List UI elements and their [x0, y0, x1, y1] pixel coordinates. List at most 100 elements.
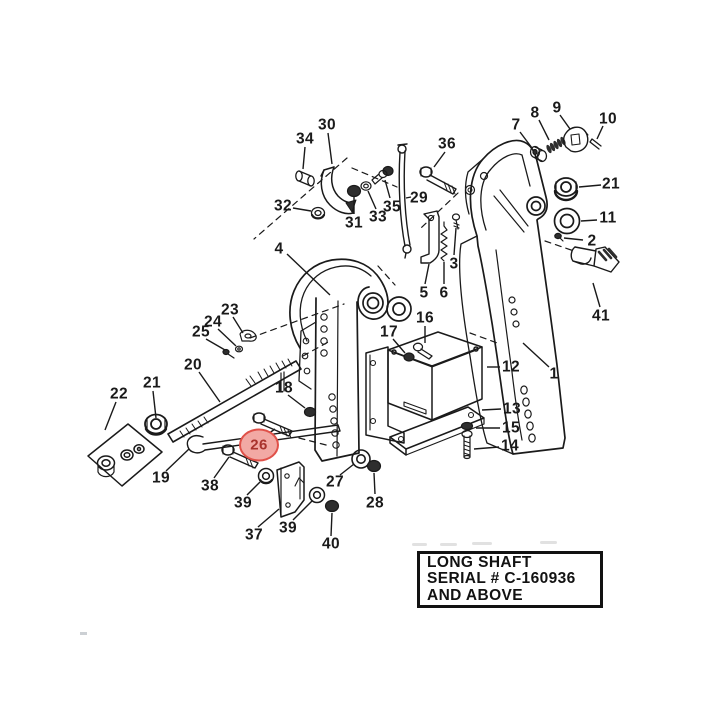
locknut-15 [460, 421, 474, 431]
callout-5: 5 [419, 284, 429, 302]
callout-33: 33 [368, 208, 388, 226]
scan-artifact [540, 541, 557, 544]
leader-line-5 [424, 263, 430, 285]
note-line-1: LONG SHAFT [427, 553, 532, 571]
note-line-2: SERIAL # C-160936 [427, 570, 576, 588]
part-nut-17 [403, 352, 415, 362]
callout-35: 35 [382, 198, 402, 216]
scan-artifact [440, 543, 457, 546]
leader-line-4 [286, 253, 331, 296]
leader-line-27 [339, 463, 355, 476]
leader-line-39 [246, 481, 261, 496]
callout-3: 3 [449, 255, 459, 273]
part-bushing-7 [529, 145, 548, 163]
callout-34: 34 [295, 130, 315, 148]
callout-31: 31 [344, 214, 364, 232]
leader-line-17 [392, 338, 406, 354]
leader-line-21 [152, 390, 157, 419]
callout-15: 15 [501, 419, 521, 437]
leader-line-28 [373, 472, 376, 495]
callout-12: 12 [501, 358, 521, 376]
callout-19: 19 [151, 469, 171, 487]
callout-39: 39 [233, 494, 253, 512]
callout-39: 39 [278, 519, 298, 537]
part-pin-10 [589, 138, 602, 150]
leader-line-38 [213, 456, 230, 479]
callout-4: 4 [274, 240, 284, 258]
part-link-rod-29 [397, 143, 412, 259]
leader-line-29 [405, 196, 412, 199]
note-box: LONG SHAFT SERIAL # C-160936 AND ABOVE [417, 551, 603, 608]
callout-24: 24 [203, 313, 223, 331]
leader-line-21 [578, 184, 602, 188]
scan-artifact [412, 543, 427, 546]
pivot-nut [303, 406, 317, 418]
callout-17: 17 [379, 323, 399, 341]
callout-13: 13 [502, 400, 522, 418]
callout-27: 27 [325, 473, 345, 491]
leader-line-34 [302, 146, 306, 170]
leader-line-39 [292, 500, 313, 521]
note-line-3: AND ABOVE [427, 586, 524, 604]
callout-22: 22 [109, 385, 129, 403]
part-transom-bracket [458, 139, 566, 455]
part-bolt-36 [419, 166, 457, 195]
part-bracket-9 [563, 126, 589, 153]
part-nut-21-right [553, 177, 579, 202]
callout-40: 40 [321, 535, 341, 553]
part-kit-22 [87, 423, 163, 487]
part-anode-plate [389, 406, 485, 456]
callout-38: 38 [200, 477, 220, 495]
small-pin [280, 371, 285, 393]
leader-line-32 [292, 207, 312, 212]
leader-line-24 [217, 328, 237, 347]
callout-28: 28 [365, 494, 385, 512]
scan-artifact [472, 542, 492, 545]
part-nut-40 [324, 499, 340, 513]
callout-6: 6 [439, 284, 449, 302]
part-bolt-35 [371, 165, 394, 185]
callout-9: 9 [552, 99, 562, 117]
scan-artifact [80, 632, 87, 635]
thrust-washer [386, 296, 412, 322]
leader-line-23 [232, 316, 244, 334]
callout-8: 8 [530, 104, 540, 122]
leader-line-2 [563, 237, 584, 241]
callout-41: 41 [591, 307, 611, 325]
part-washer-39a [257, 467, 275, 485]
part-bolt-3 [451, 213, 461, 230]
callout-11: 11 [599, 209, 617, 227]
callout-23: 23 [220, 301, 240, 319]
leader-line-7 [519, 131, 533, 149]
callout-10: 10 [598, 110, 618, 128]
callout-1: 1 [549, 365, 559, 383]
callout-21: 21 [601, 175, 621, 193]
leader-line-22 [104, 401, 117, 431]
part-washer-27 [351, 449, 371, 469]
part-washer-39b [308, 486, 326, 504]
leader-line-40 [330, 512, 333, 537]
part-screw-2 [554, 232, 564, 242]
callout-30: 30 [317, 116, 337, 134]
leader-line-1 [522, 342, 550, 368]
callout-20: 20 [183, 356, 203, 374]
leader-line-33 [367, 190, 377, 210]
leader-line-13 [481, 408, 502, 411]
leader-line-36 [433, 151, 446, 168]
leader-line-20 [198, 371, 221, 403]
callout-26-highlighted: 26 [239, 428, 279, 462]
leader-line-9 [559, 114, 571, 130]
callout-14: 14 [500, 437, 520, 455]
part-lever-5 [420, 210, 440, 264]
part-washer-33 [360, 181, 372, 191]
part-spring-6 [440, 221, 448, 262]
part-bolt-14 [460, 421, 474, 460]
leader-line-3 [453, 227, 457, 256]
callout-25: 25 [191, 323, 211, 341]
part-clamp-23 [222, 329, 257, 359]
leader-line-14 [473, 446, 500, 450]
callout-2: 2 [587, 232, 597, 250]
